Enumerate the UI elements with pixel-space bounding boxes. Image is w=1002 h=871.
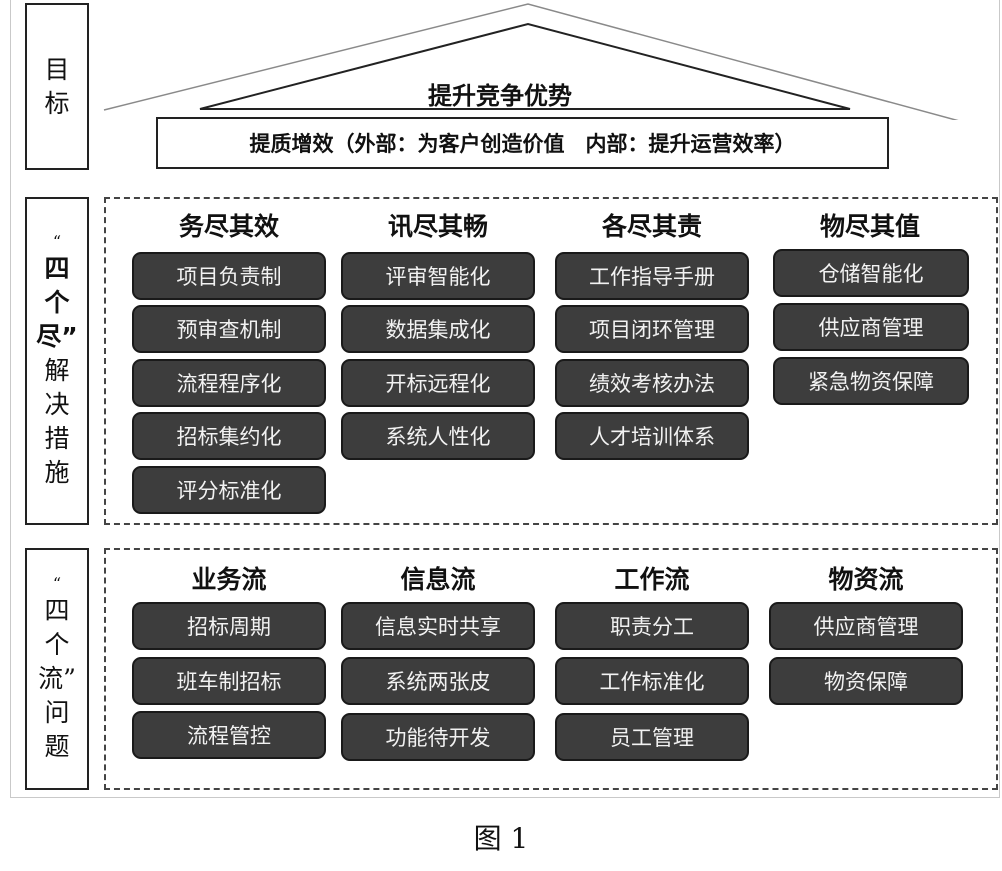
measure-item: 评分标准化	[132, 466, 326, 514]
measure-item: 项目负责制	[132, 252, 326, 300]
measures-side-label: “ 四 个 尽” 解 决 措 施	[25, 197, 89, 525]
goal-subtitle: 提质增效（外部：为客户创造价值 内部：提升运营效率）	[156, 117, 889, 169]
measures-side-char: 个	[44, 288, 70, 317]
problems-side-label: “ 四 个 流” 问 题	[25, 548, 89, 790]
measures-side-char: 解	[44, 356, 70, 385]
problems-side-char: 题	[44, 732, 70, 761]
problems-side-char: 四	[44, 596, 70, 625]
measure-item: 工作指导手册	[555, 252, 749, 300]
problem-item: 供应商管理	[769, 602, 963, 650]
problems-side-char: 问	[44, 698, 70, 727]
problem-item: 班车制招标	[132, 657, 326, 705]
goal-side-char: 目	[44, 54, 70, 84]
measure-item: 数据集成化	[341, 305, 535, 353]
problems-side-char: 个	[44, 630, 70, 659]
measure-item: 仓储智能化	[773, 249, 969, 297]
measure-item: 评审智能化	[341, 252, 535, 300]
measure-item: 绩效考核办法	[555, 359, 749, 407]
problems-column-title: 物资流	[828, 565, 904, 594]
problem-item: 物资保障	[769, 657, 963, 705]
measure-item: 系统人性化	[341, 412, 535, 460]
problem-item: 流程管控	[132, 711, 326, 759]
roof-outline	[103, 3, 959, 120]
problems-column-title: 工作流	[614, 565, 690, 594]
problems-panel	[104, 548, 998, 790]
diagram-frame	[10, 0, 1000, 798]
problems-open-quote: “	[52, 574, 62, 593]
goal-side-label: 目 标	[25, 3, 89, 170]
measures-column-title: 讯尽其畅	[387, 212, 488, 241]
measures-panel	[104, 197, 998, 525]
problem-item: 工作标准化	[555, 657, 749, 705]
measures-side-char: 尽”	[36, 322, 78, 351]
problem-item: 功能待开发	[341, 713, 535, 761]
problem-item: 信息实时共享	[341, 602, 535, 650]
problems-column-title: 信息流	[400, 565, 476, 594]
measures-open-quote: “	[52, 232, 62, 251]
problems-column-title: 业务流	[191, 565, 267, 594]
measure-item: 开标远程化	[341, 359, 535, 407]
measure-item: 紧急物资保障	[773, 357, 969, 405]
measures-column-title: 各尽其责	[601, 212, 702, 241]
measure-item: 供应商管理	[773, 303, 969, 351]
figure-caption: 图 1	[473, 822, 529, 855]
measure-item: 人才培训体系	[555, 412, 749, 460]
problem-item: 系统两张皮	[341, 657, 535, 705]
measures-side-char: 决	[44, 390, 70, 419]
measures-side-char: 措	[44, 424, 70, 453]
goal-side-char: 标	[44, 88, 70, 118]
problems-side-char: 流”	[38, 664, 76, 693]
problem-item: 招标周期	[132, 602, 326, 650]
measures-column-title: 务尽其效	[178, 212, 279, 241]
measure-item: 项目闭环管理	[555, 305, 749, 353]
problem-item: 职责分工	[555, 602, 749, 650]
problem-item: 员工管理	[555, 713, 749, 761]
measures-side-char: 四	[44, 254, 70, 283]
measure-item: 预审查机制	[132, 305, 326, 353]
measure-item: 招标集约化	[132, 412, 326, 460]
goal-title: 提升竞争优势	[428, 82, 572, 110]
measure-item: 流程程序化	[132, 359, 326, 407]
measures-column-title: 物尽其值	[819, 212, 920, 241]
measures-side-char: 施	[44, 458, 70, 487]
